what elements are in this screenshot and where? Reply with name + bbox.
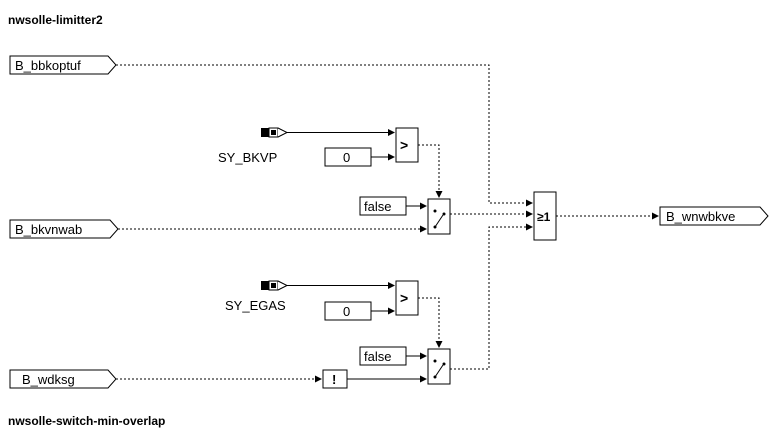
wires-dotted xyxy=(116,64,659,383)
constant-zero-lower[interactable]: 0 xyxy=(324,301,372,321)
comparator-lower[interactable]: > xyxy=(395,280,419,316)
switch-lower[interactable] xyxy=(427,348,451,385)
input-port-bbkoptuf-label: B_bbkoptuf xyxy=(15,58,81,73)
or-block-symbol: ≥1 xyxy=(537,210,551,224)
constant-zero-upper[interactable]: 0 xyxy=(324,147,372,167)
input-port-wdksg[interactable]: B_wdksg xyxy=(9,369,117,389)
output-port-wnwbkve[interactable]: B_wnwbkve xyxy=(659,206,769,226)
constant-zero-lower-label: 0 xyxy=(343,304,350,319)
comparator-lower-symbol: > xyxy=(400,290,408,306)
input-port-bbkoptuf[interactable]: B_bbkoptuf xyxy=(9,55,117,75)
constant-false-lower-label: false xyxy=(364,349,391,364)
diagram-title: nwsolle-limitter2 xyxy=(8,13,103,27)
input-port-wdksg-label: B_wdksg xyxy=(22,372,75,387)
constant-zero-upper-label: 0 xyxy=(343,150,350,165)
switch-upper[interactable] xyxy=(427,198,451,235)
diagram-subtitle: nwsolle-switch-min-overlap xyxy=(8,414,165,428)
system-constant-egas[interactable]: SY_EGAS xyxy=(225,280,289,313)
input-port-bkvnwab-label: B_bkvnwab xyxy=(15,222,82,237)
comparator-upper[interactable]: > xyxy=(395,127,419,163)
not-block[interactable]: ! xyxy=(322,369,348,389)
input-port-bkvnwab[interactable]: B_bkvnwab xyxy=(9,219,119,239)
output-port-label: B_wnwbkve xyxy=(666,209,735,224)
system-constant-bkvp-label: SY_BKVP xyxy=(218,150,277,165)
constant-false-upper[interactable]: false xyxy=(359,196,407,216)
constant-false-upper-label: false xyxy=(364,199,391,214)
comparator-upper-symbol: > xyxy=(400,137,408,153)
or-block[interactable]: ≥1 xyxy=(533,191,557,241)
system-constant-bkvp[interactable]: SY_BKVP xyxy=(218,127,289,165)
system-constant-egas-label: SY_EGAS xyxy=(225,298,286,313)
not-block-symbol: ! xyxy=(332,372,336,387)
constant-false-lower[interactable]: false xyxy=(359,346,407,366)
wires-solid xyxy=(287,129,427,383)
